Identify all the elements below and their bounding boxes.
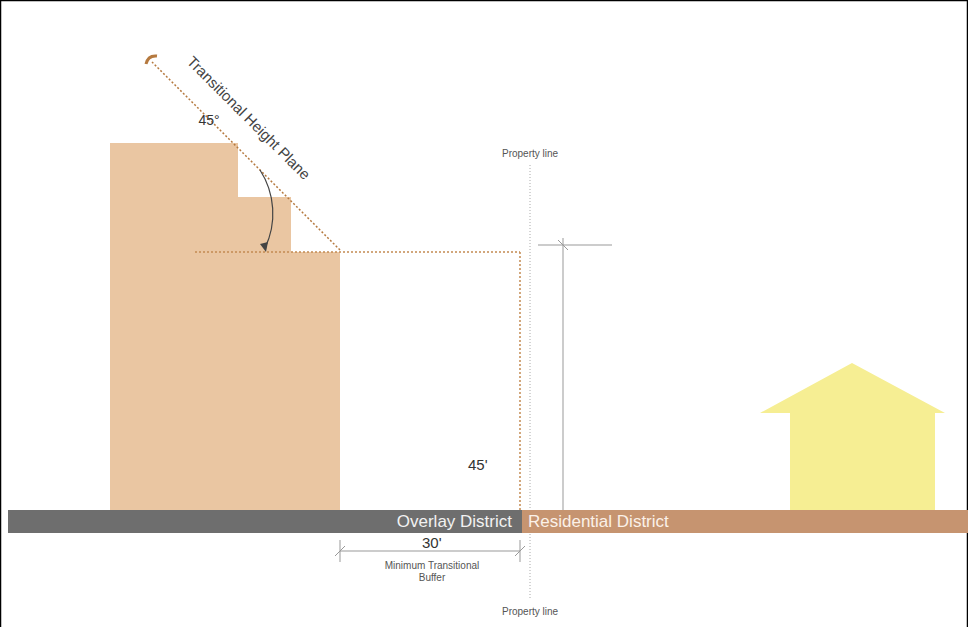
- building: [110, 143, 340, 510]
- angle-arrowhead: [260, 242, 268, 252]
- property-line-label: Property line: [502, 606, 558, 618]
- buffer-label: Minimum Transitional Buffer: [382, 560, 482, 584]
- dimension-tick: [538, 245, 612, 246]
- building-tower: [110, 143, 238, 510]
- district-band: Overlay District: [8, 510, 522, 533]
- dimension-label: 30': [422, 534, 442, 552]
- angle-label: 45°: [199, 112, 220, 129]
- building-base: [290, 252, 340, 510]
- angle-arc: [260, 170, 273, 248]
- district-name: Residential District: [528, 510, 669, 533]
- dimension-tick: [558, 240, 568, 250]
- property-line: [530, 165, 531, 600]
- height-line: [195, 251, 520, 253]
- frame-line: [0, 0, 1, 627]
- dimension-label: 45': [468, 456, 488, 474]
- building-step: [237, 197, 291, 510]
- buffer-line: [519, 252, 521, 510]
- district-band: Residential District: [522, 510, 968, 533]
- plane-end-mark: [146, 56, 157, 64]
- dimension-tick: [335, 546, 345, 556]
- dimension-line: [563, 238, 564, 510]
- dimension-tick: [515, 546, 525, 556]
- property-line-label: Property line: [502, 148, 558, 160]
- district-name: Overlay District: [397, 510, 512, 533]
- house: [760, 363, 945, 510]
- height-plane-line: [152, 62, 340, 250]
- frame-line: [0, 0, 968, 1]
